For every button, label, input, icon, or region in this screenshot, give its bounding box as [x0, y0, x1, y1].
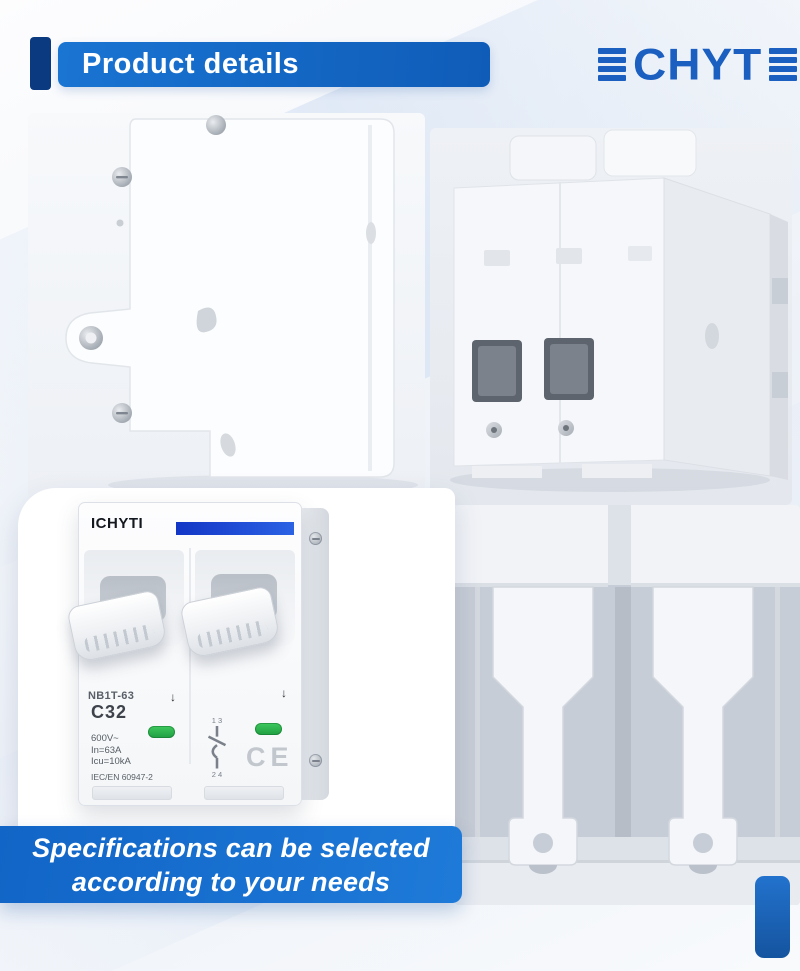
din-clips-illustration: [455, 505, 800, 905]
side-view-illustration: [65, 115, 418, 495]
logo-bar-i-icon: [769, 47, 798, 81]
section-title-banner: Product details: [58, 42, 490, 87]
product-photo-side-view: [28, 113, 425, 500]
circuit-symbol-icon: [207, 726, 227, 769]
screw-icon: [558, 420, 574, 436]
breaker-current: In=63A: [91, 744, 122, 756]
screw-icon: [112, 403, 132, 423]
breaker-rating: C32: [91, 702, 128, 722]
case-cutout: [220, 433, 236, 457]
bottom-right-accent-bar: [755, 876, 790, 958]
logo-bar-i-icon: [598, 47, 626, 81]
breaker-model: NB1T-63: [88, 690, 135, 702]
case-cutout: [705, 323, 719, 349]
screw-icon: [309, 754, 322, 767]
breaker-standard: IEC/EN 60947-2: [91, 772, 153, 782]
product-photo-din-clips: [455, 505, 800, 905]
ce-mark: CE: [246, 742, 294, 772]
breaker-breaking-capacity: Icu=10kA: [91, 756, 131, 767]
breaker-front: ICHYTI ↓ ↓ NB1T-63 C32 600V~ In=63A Icu=…: [66, 502, 330, 806]
toggle-cap: [509, 135, 597, 181]
breaker-brand-text: ICHYTI: [91, 515, 144, 532]
screw-icon: [112, 167, 132, 187]
case-cutout: [196, 307, 217, 333]
off-direction-arrow-icon: ↓: [281, 686, 287, 700]
off-indicator-green: [255, 723, 282, 735]
screw-icon: [486, 422, 502, 438]
specs-banner-line2: according to your needs: [71, 866, 391, 897]
din-clip: [652, 586, 754, 866]
breaker-side-body: [65, 118, 395, 478]
page-title: Product details: [82, 48, 299, 80]
off-indicator-green: [148, 726, 175, 738]
terminal-strip: [92, 786, 172, 800]
din-rail-notch: [772, 278, 788, 304]
case-cutout: [366, 222, 376, 244]
specs-banner: Specifications can be selected according…: [0, 826, 462, 903]
din-rail-notch: [772, 372, 788, 398]
terminal-markings: 1 3 2 4: [200, 716, 234, 779]
terminals-bottom: 2 4: [211, 769, 223, 779]
brand-stripe: [176, 522, 294, 535]
screw-icon: [206, 115, 226, 135]
toggle-cap: [603, 129, 697, 177]
logo-text: CHYT: [633, 39, 763, 89]
din-clip: [492, 586, 594, 866]
product-photo-front-view: ICHYTI ↓ ↓ NB1T-63 C32 600V~ In=63A Icu=…: [18, 488, 455, 835]
header-accent-bar: [30, 37, 51, 90]
terminals-top: 1 3: [211, 716, 223, 725]
breaker-side-panel: [301, 508, 329, 800]
screw-icon: [309, 532, 322, 545]
terminal-strip: [204, 786, 284, 800]
brand-logo: CHYT: [598, 39, 798, 89]
breaker-spec-lines: 600V~ In=63A Icu=10kA: [91, 733, 131, 768]
breaker-voltage: 600V~: [91, 733, 119, 744]
rear-view-illustration: [450, 129, 788, 492]
specs-banner-line1: Specifications can be selected: [32, 832, 430, 863]
pole-divider: [189, 548, 191, 764]
off-direction-arrow-icon: ↓: [170, 690, 176, 704]
product-photo-rear-view: [430, 128, 792, 505]
